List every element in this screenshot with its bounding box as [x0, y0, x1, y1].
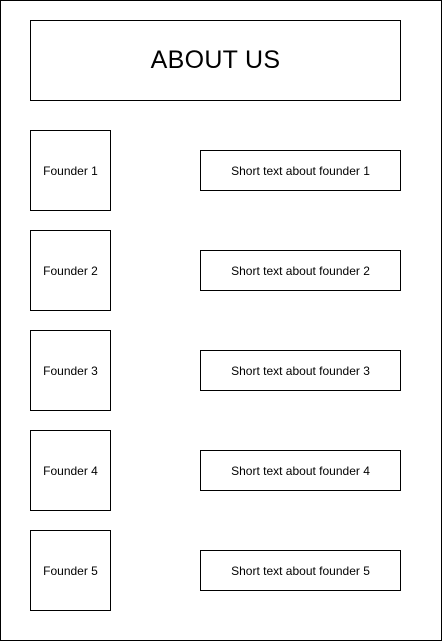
founder-bio: Short text about founder 3 — [200, 350, 401, 391]
founder-row: Founder 2 Short text about founder 2 — [0, 230, 442, 311]
founder-photo-placeholder: Founder 1 — [30, 130, 111, 211]
founder-photo-placeholder: Founder 2 — [30, 230, 111, 311]
founder-photo-placeholder: Founder 3 — [30, 330, 111, 411]
founder-row: Founder 5 Short text about founder 5 — [0, 530, 442, 611]
founder-bio: Short text about founder 5 — [200, 550, 401, 591]
founder-photo-placeholder: Founder 4 — [30, 430, 111, 511]
page-title: ABOUT US — [30, 20, 401, 101]
founder-photo-placeholder: Founder 5 — [30, 530, 111, 611]
founder-row: Founder 1 Short text about founder 1 — [0, 130, 442, 211]
founder-bio: Short text about founder 2 — [200, 250, 401, 291]
founder-bio: Short text about founder 1 — [200, 150, 401, 191]
founder-row: Founder 4 Short text about founder 4 — [0, 430, 442, 511]
founder-row: Founder 3 Short text about founder 3 — [0, 330, 442, 411]
founder-bio: Short text about founder 4 — [200, 450, 401, 491]
